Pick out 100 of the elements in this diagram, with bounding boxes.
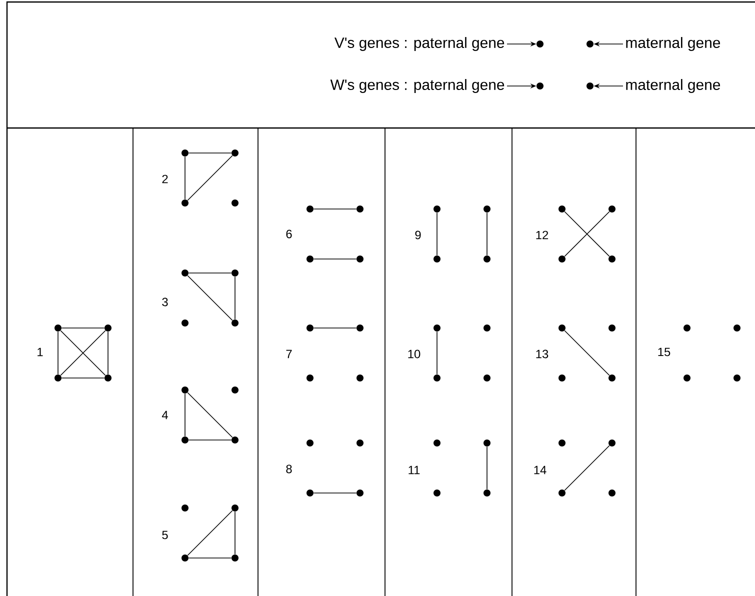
dot (356, 256, 364, 262)
dot (182, 504, 188, 512)
crossing-lines (60, 330, 106, 376)
dot (434, 256, 440, 262)
dot (608, 324, 616, 332)
connecting-line (436, 212, 438, 256)
dot (306, 206, 314, 212)
gene-label: maternal gene (626, 79, 720, 93)
dot (356, 490, 364, 496)
dot (182, 554, 188, 562)
dot (558, 206, 566, 212)
dot (734, 374, 740, 382)
dot (484, 256, 490, 262)
dot (608, 206, 616, 212)
dot (484, 440, 490, 446)
gene-label: W's genes : paternal gene (330, 79, 504, 93)
number-label: 3 (162, 298, 168, 306)
dot (356, 206, 364, 212)
dot (182, 386, 188, 394)
dot (558, 324, 566, 332)
number-label: 2 (162, 174, 168, 184)
dot (608, 490, 616, 496)
dot (54, 374, 62, 382)
connecting-line (234, 511, 236, 555)
number-label: 14 (534, 466, 546, 474)
dot (306, 440, 314, 446)
dot (232, 554, 238, 562)
dot (684, 374, 690, 382)
dot (182, 150, 188, 156)
dot (484, 374, 490, 382)
dot (356, 374, 364, 382)
number-label: 13 (536, 350, 548, 358)
dot (232, 150, 238, 156)
connecting-line (436, 331, 438, 375)
dot (182, 436, 188, 444)
dot (182, 200, 188, 206)
dot (536, 40, 544, 48)
dot (484, 490, 490, 496)
connecting-line (486, 212, 488, 256)
gene-label: V's genes : paternal gene (334, 37, 504, 51)
number-label: 10 (408, 350, 420, 358)
number-label: 4 (162, 410, 168, 420)
dot (434, 374, 440, 382)
connecting-line (184, 156, 186, 200)
dot (434, 440, 440, 446)
dot (356, 324, 364, 332)
dot (608, 374, 616, 382)
connecting-line (188, 152, 232, 154)
dot (434, 490, 440, 496)
number-label: 7 (286, 350, 292, 358)
dot (558, 374, 566, 382)
number-label: 5 (162, 530, 168, 540)
connecting-line (187, 275, 233, 321)
dot (608, 440, 616, 446)
gene-label: maternal gene (626, 37, 720, 51)
dot (104, 374, 112, 382)
connecting-line (187, 155, 233, 201)
dot (232, 200, 238, 206)
dot (558, 256, 566, 262)
dot (182, 270, 188, 276)
dot (558, 490, 566, 496)
dot (104, 324, 112, 332)
dot (558, 440, 566, 446)
connecting-line (313, 492, 357, 494)
dot (586, 82, 594, 90)
connecting-line (234, 276, 236, 320)
dot (182, 320, 188, 326)
dot (306, 324, 314, 332)
dot (232, 270, 238, 276)
dot (232, 386, 238, 394)
number-label: 6 (286, 230, 292, 238)
dot (734, 324, 740, 332)
number-label: 12 (536, 230, 548, 240)
number-label: 1 (38, 348, 43, 356)
dot (232, 504, 238, 512)
dot (586, 40, 594, 48)
dot (684, 324, 690, 332)
connecting-line (187, 392, 233, 438)
dot (484, 206, 490, 212)
connecting-line (313, 258, 357, 260)
dot (232, 320, 238, 326)
dot (306, 374, 314, 382)
dot (484, 324, 490, 332)
dot (356, 440, 364, 446)
connecting-line (564, 445, 610, 491)
dot (232, 436, 238, 444)
number-label: 9 (415, 230, 421, 240)
dot (54, 324, 62, 332)
connecting-line (187, 510, 233, 556)
number-label: 11 (408, 466, 420, 474)
connecting-line (486, 446, 488, 490)
crossing-lines (564, 211, 610, 257)
number-label: 15 (658, 348, 670, 356)
dot (536, 82, 544, 90)
number-label: 8 (286, 464, 292, 474)
dot (608, 256, 616, 262)
connecting-line (564, 330, 610, 376)
dot (306, 256, 314, 262)
connecting-line (184, 393, 186, 437)
dot (434, 206, 440, 212)
